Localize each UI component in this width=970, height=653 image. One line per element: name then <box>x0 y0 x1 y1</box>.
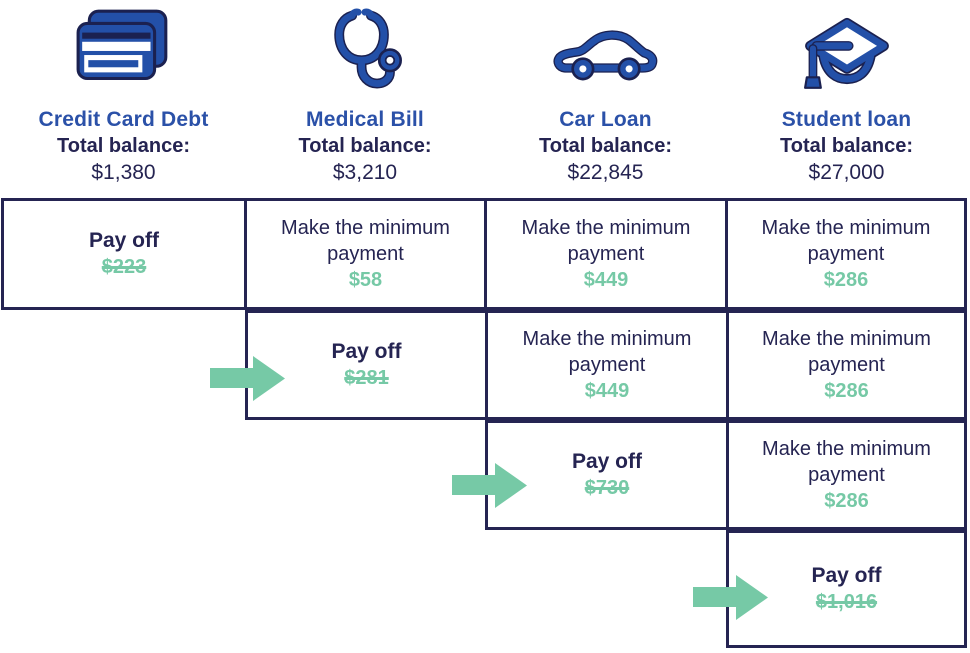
icon-box <box>245 0 485 100</box>
minimum-amount: $286 <box>824 380 869 402</box>
table-row-2: Pay off $281 Make the minimum payment $4… <box>245 310 967 420</box>
minimum-label: Make the minimum payment <box>762 438 931 486</box>
payoff-arrow-icon <box>452 463 527 508</box>
balance-amount: $1,380 <box>91 161 156 184</box>
payoff-cell: Pay off $281 <box>248 313 485 417</box>
minimum-label: Make the minimum payment <box>281 217 450 265</box>
payoff-amount: $1,016 <box>815 591 878 613</box>
table-row-3: Pay off $730 Make the minimum payment $2… <box>485 420 967 530</box>
payoff-arrow-icon <box>693 575 768 620</box>
minimum-amount: $449 <box>583 269 629 291</box>
minimum-label: Make the minimum payment <box>761 217 931 265</box>
minimum-payment-cell: Make the minimum payment $286 <box>726 423 964 527</box>
payoff-cell: Pay off $730 <box>488 423 726 527</box>
column-title: Student loan <box>781 108 912 131</box>
balance-amount: $27,000 <box>808 161 885 184</box>
minimum-payment-cell: Make the minimum payment $58 <box>244 201 484 307</box>
column-header-credit-card: Credit Card Debt Total balance: $1,380 <box>2 0 245 196</box>
payoff-label: Pay off <box>811 564 882 587</box>
minimum-payment-cell: Make the minimum payment $286 <box>725 201 964 307</box>
column-header-medical-bill: Medical Bill Total balance: $3,210 <box>245 0 485 196</box>
minimum-label: Make the minimum payment <box>521 217 691 265</box>
payoff-cell: Pay off $223 <box>4 201 244 307</box>
column-title: Medical Bill <box>306 108 424 131</box>
column-title: Credit Card Debt <box>38 108 209 131</box>
payoff-amount: $281 <box>344 367 389 389</box>
table-row-1: Pay off $223 Make the minimum payment $5… <box>1 198 967 310</box>
minimum-label: Make the minimum payment <box>522 328 692 376</box>
minimum-amount: $449 <box>584 380 630 402</box>
payoff-label: Pay off <box>331 340 402 363</box>
column-header-car-loan: Car Loan Total balance: $22,845 <box>485 0 726 196</box>
balance-label: Total balance: <box>780 135 913 157</box>
balance-label: Total balance: <box>298 135 432 157</box>
icon-box <box>2 0 245 100</box>
credit-card-icon <box>76 9 167 81</box>
column-header-student-loan: Student loan Total balance: $27,000 <box>726 0 967 196</box>
minimum-payment-cell: Make the minimum payment $449 <box>484 201 725 307</box>
minimum-amount: $286 <box>823 269 869 291</box>
payoff-amount: $223 <box>101 256 147 278</box>
minimum-amount: $58 <box>348 269 383 291</box>
balance-amount: $3,210 <box>332 161 398 184</box>
payoff-label: Pay off <box>88 229 159 252</box>
payoff-arrow-icon <box>210 356 285 401</box>
column-title: Car Loan <box>559 108 652 131</box>
minimum-label: Make the minimum payment <box>762 328 931 376</box>
minimum-amount: $286 <box>824 490 869 512</box>
payoff-cell: Pay off $1,016 <box>729 533 964 645</box>
icon-box <box>726 0 967 100</box>
balance-label: Total balance: <box>57 135 190 157</box>
minimum-payment-cell: Make the minimum payment $286 <box>726 313 964 417</box>
payoff-label: Pay off <box>571 450 642 473</box>
icon-box <box>485 0 726 100</box>
stethoscope-icon <box>334 8 402 89</box>
minimum-payment-cell: Make the minimum payment $449 <box>485 313 726 417</box>
table-row-4: Pay off $1,016 <box>726 530 967 648</box>
payoff-amount: $730 <box>584 477 630 499</box>
balance-amount: $22,845 <box>567 161 644 184</box>
balance-label: Total balance: <box>539 135 672 157</box>
car-icon <box>553 30 657 81</box>
graduation-cap-icon <box>803 17 889 89</box>
